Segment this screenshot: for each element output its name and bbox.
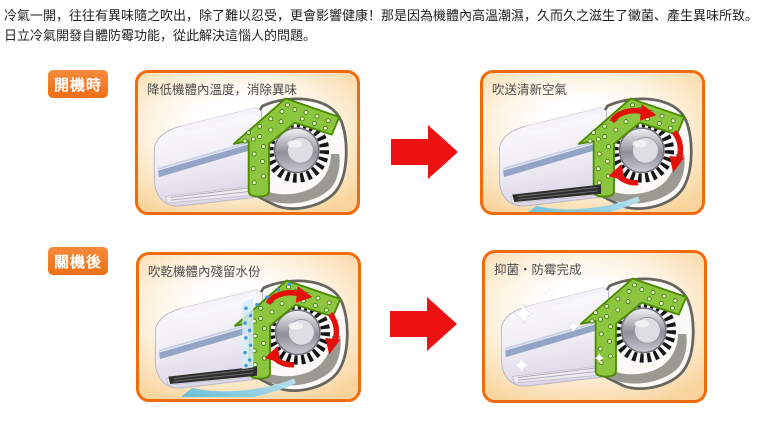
panel-caption: 吹送清新空氣 [492, 82, 568, 97]
right-arrow-icon [391, 125, 458, 179]
tag-power-on: 開機時 [48, 70, 108, 98]
panel-fresh-air: 吹送清新空氣 [480, 70, 705, 215]
panel-caption: 降低機體內溫度，消除異味 [147, 82, 298, 97]
ac-unit-illustration [493, 93, 698, 212]
ac-body-icon [154, 99, 346, 209]
panel-dry-moisture: 吹乾機體內殘留水份 [136, 252, 361, 402]
ac-unit-illustration [148, 93, 353, 215]
ac-unit-illustration [495, 273, 700, 395]
panel-antimold-complete: 抑菌・防霉完成 [482, 250, 707, 403]
panel-caption: 吹乾機體內殘留水份 [148, 264, 261, 279]
tag-power-off: 關機後 [48, 247, 108, 275]
right-arrow-icon [390, 297, 457, 351]
panel-cool-down: 降低機體內溫度，消除異味 [135, 70, 360, 215]
panel-caption: 抑菌・防霉完成 [494, 262, 582, 277]
intro-paragraph: 冷氣一開，往往有異味隨之吹出，除了難以忍受，更會影響健康！那是因為機體內高溫潮濕… [4, 7, 760, 47]
ac-unit-illustration [149, 275, 354, 397]
tag-power-off-label: 關機後 [53, 252, 102, 271]
tag-power-on-label: 開機時 [53, 75, 102, 94]
ac-body-icon [501, 279, 693, 389]
intro-line-1: 冷氣一開，往往有異味隨之吹出，除了難以忍受，更會影響健康！那是因為機體內高溫潮濕… [4, 9, 759, 24]
intro-line-2: 日立冷氣開發自體防霉功能，從此解決這惱人的問題。 [4, 29, 317, 44]
